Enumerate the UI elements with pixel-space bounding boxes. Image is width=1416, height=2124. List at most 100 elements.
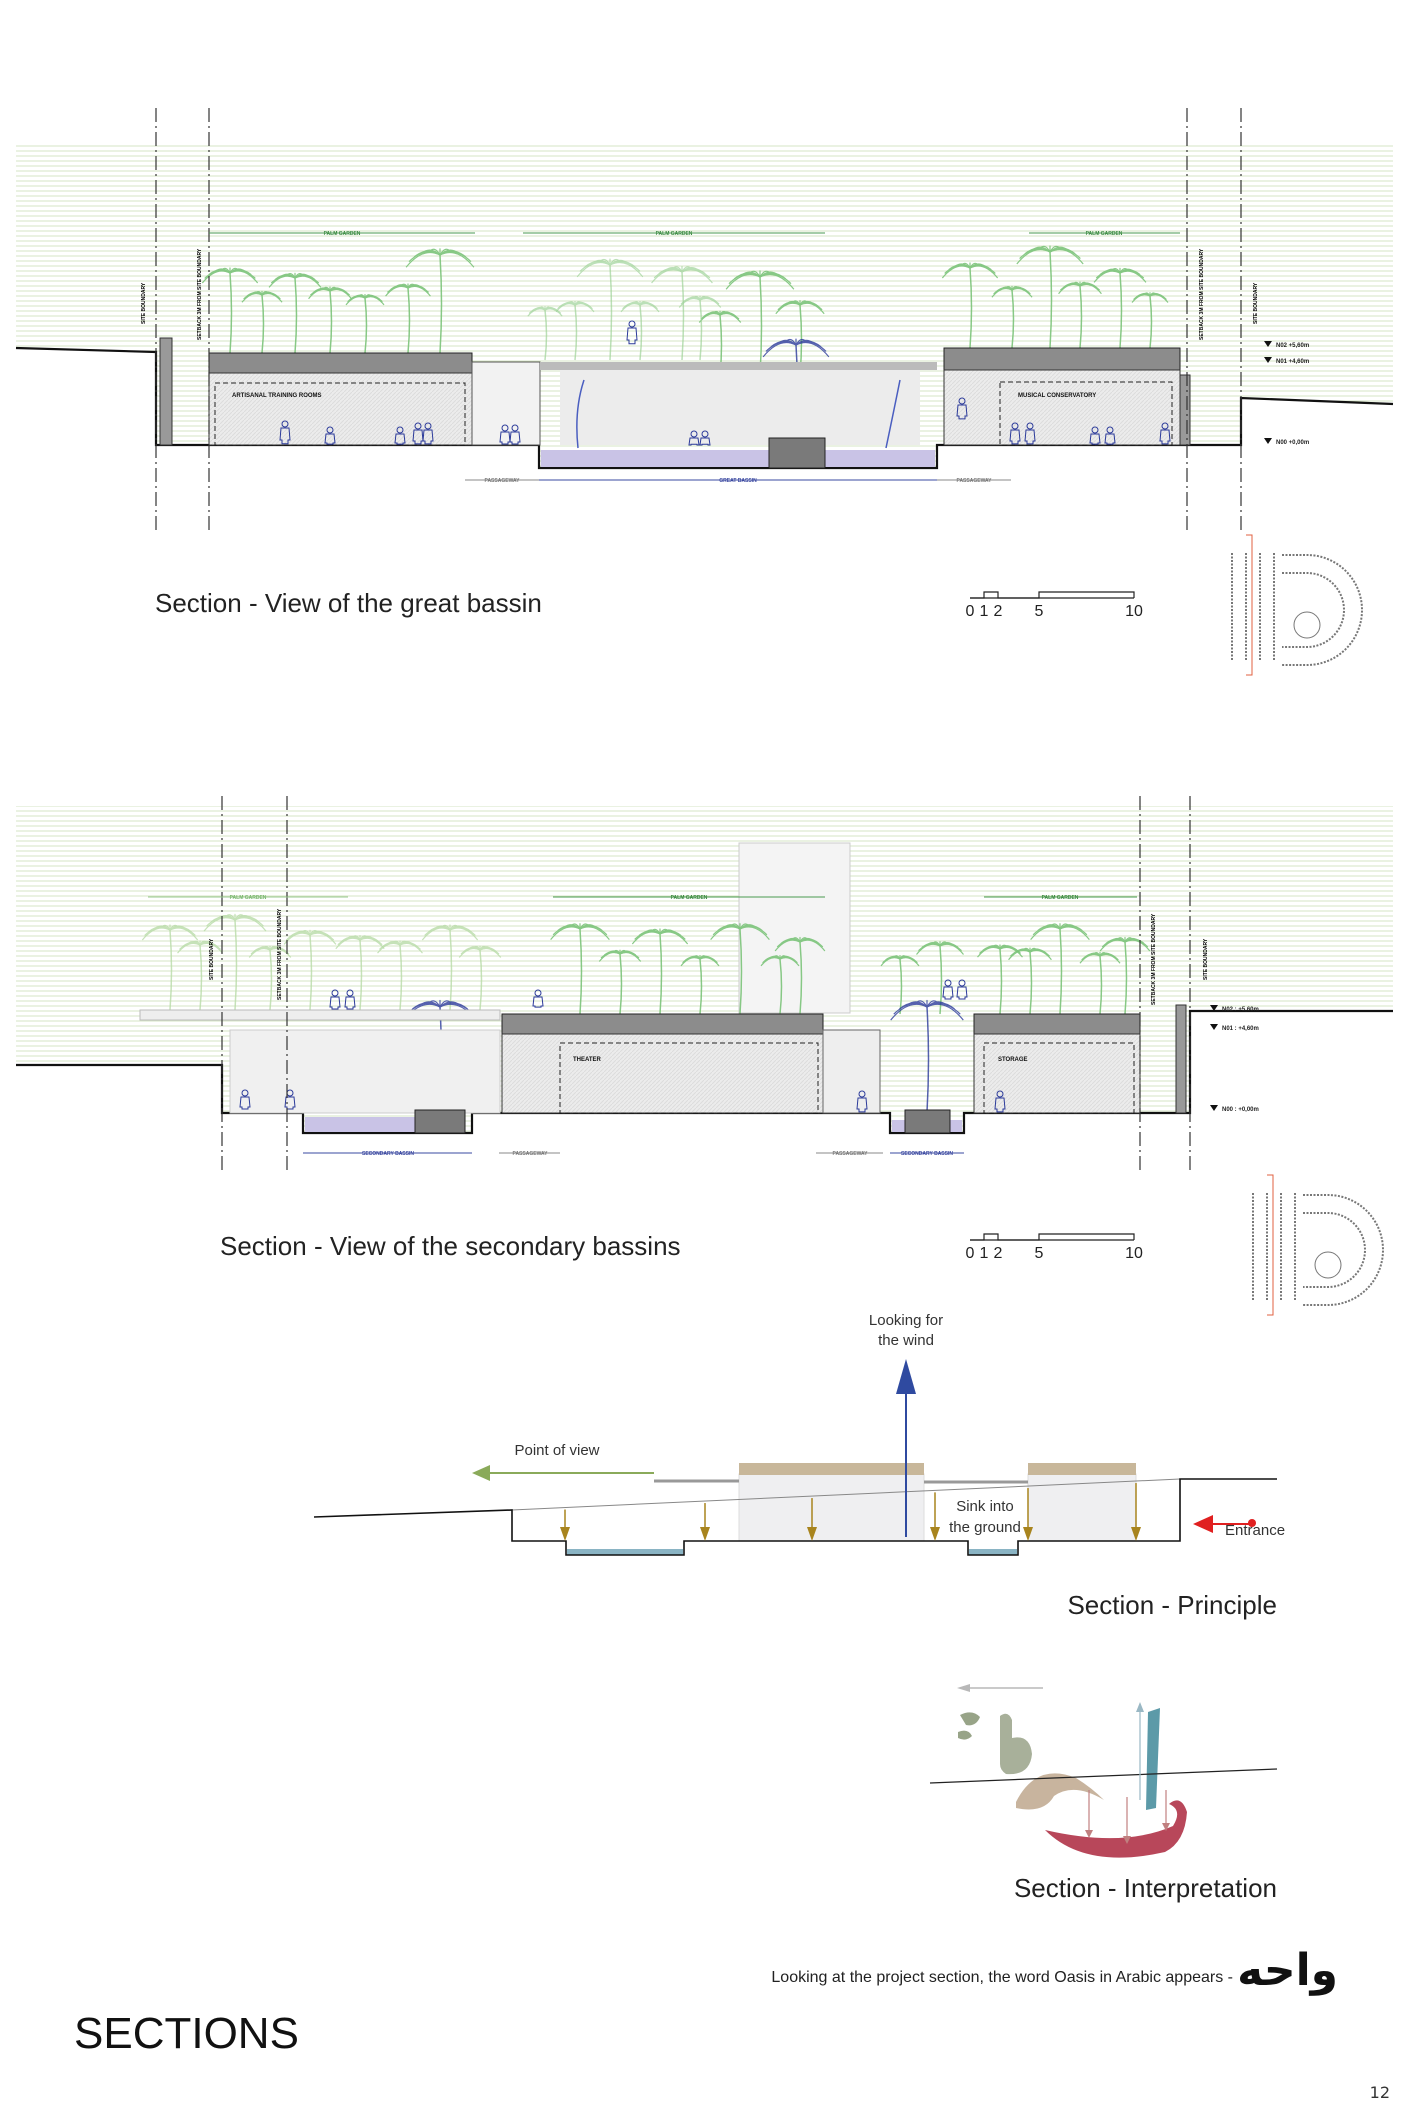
section-caption: Section - View of the great bassin <box>155 588 542 618</box>
page-number: 12 <box>1370 2083 1390 2102</box>
great-bassin-label: GREAT BASSIN <box>719 478 757 484</box>
sink-label: Sink into <box>956 1498 1014 1515</box>
palm-tree <box>555 300 595 361</box>
zone-label: PALM GARDEN <box>1042 895 1079 901</box>
person-figure <box>1024 422 1036 445</box>
passageway-label: PASSAGEWAY <box>512 1151 548 1157</box>
wind-label: Looking for <box>869 1312 943 1329</box>
person-figure <box>688 430 700 446</box>
svg-text:N02 : +5,60m: N02 : +5,60m <box>1222 1007 1259 1013</box>
scale-tick-label: 2 <box>994 603 1003 620</box>
section-principle-diagram: Looking for the wind Point of view Sink … <box>313 1312 1285 1620</box>
scale-tick-label: 10 <box>1125 603 1143 620</box>
key-plan <box>1252 1174 1384 1316</box>
secondary-bassin-label: SECONDARY BASSIN <box>901 1151 953 1157</box>
palm-trees <box>141 913 1151 1113</box>
person-figure <box>1009 422 1021 445</box>
scale-tick-label: 0 <box>966 603 975 620</box>
room-label: MUSICAL CONSERVATORY <box>1018 393 1096 399</box>
calligraphy-alef-ha <box>1016 1773 1104 1810</box>
palm-tree <box>345 293 385 354</box>
person-figure <box>956 979 968 1000</box>
person-figure <box>422 422 434 445</box>
palm-tree <box>598 949 642 1015</box>
palm-tree <box>203 913 267 1011</box>
roof-slab <box>973 1013 1141 1035</box>
arabic-oasis-word: واحه <box>1237 1945 1338 1996</box>
great-bassin-water <box>541 450 935 467</box>
planter <box>768 437 826 469</box>
calligraphy-waw <box>1045 1800 1187 1858</box>
water <box>567 1549 683 1555</box>
person-figure <box>329 989 341 1010</box>
palm-tree <box>1131 292 1169 349</box>
palm-tree <box>941 262 999 349</box>
scale-tick-label: 10 <box>1125 1245 1143 1262</box>
roof-slab-left <box>208 352 473 374</box>
roof <box>1028 1463 1136 1475</box>
sink-arrows <box>560 1483 1141 1541</box>
svg-text:N00 : +0,00m: N00 : +0,00m <box>1222 1107 1259 1113</box>
person-figure <box>856 1090 868 1113</box>
oasis-note: Looking at the project section, the word… <box>771 1969 1233 1986</box>
wind-label: the wind <box>878 1332 934 1349</box>
zone-label: PALM GARDEN <box>1086 231 1123 237</box>
site-boundary-label: SITE BOUNDARY <box>209 938 215 980</box>
palm-tree <box>991 285 1033 349</box>
person-figure <box>509 424 521 445</box>
setback-label: SETBACK 3M FROM SITE BOUNDARY <box>197 248 203 340</box>
person-figure <box>994 1090 1006 1113</box>
zone-label: PALM GARDEN <box>230 895 267 901</box>
calligraphy-dots <box>958 1712 980 1740</box>
passageway-label: PASSAGEWAY <box>484 478 520 484</box>
page-title: SECTIONS <box>74 2009 299 2058</box>
section-great-bassin: SITE BOUNDARY SETBACK 3M FROM SITE BOUND… <box>15 108 1394 676</box>
person-figure <box>532 989 544 1008</box>
site-boundary-label: SITE BOUNDARY <box>141 282 147 324</box>
secondary-bassin-label: SECONDARY BASSIN <box>362 1151 414 1157</box>
palm-tree <box>201 267 259 354</box>
zone-label: PALM GARDEN <box>324 231 361 237</box>
secondary-bassin-water <box>305 1117 415 1132</box>
water <box>969 1549 1017 1555</box>
conservatory-block <box>943 369 1181 446</box>
passageway-label: PASSAGEWAY <box>956 478 992 484</box>
entrance-label: Entrance <box>1225 1522 1285 1539</box>
people-figures <box>279 320 1171 446</box>
palm-tree <box>527 306 563 361</box>
room-label: THEATER <box>573 1057 602 1063</box>
palm-tree <box>760 954 800 1015</box>
point-of-view-label: Point of view <box>514 1442 599 1459</box>
palm-tree <box>880 954 920 1015</box>
person-figure <box>1104 426 1116 445</box>
palm-tree <box>1079 951 1121 1015</box>
person-figure <box>412 422 424 445</box>
palm-tree <box>308 286 352 354</box>
section-secondary-bassins: SITE BOUNDARY SETBACK 3M FROM SITE BOUND… <box>16 796 1393 1316</box>
person-figure <box>344 989 356 1010</box>
palm-tree <box>620 300 660 361</box>
roof-slab-right <box>943 347 1181 371</box>
palm-tree <box>977 944 1023 1015</box>
palm-tree <box>421 924 479 1011</box>
palm-tree <box>1016 245 1084 349</box>
palm-tree <box>774 936 826 1015</box>
palm-tree <box>283 929 337 1011</box>
fountain-jets <box>576 379 901 449</box>
entrance-arrow <box>1193 1515 1213 1533</box>
scale-tick-label: 1 <box>980 1245 989 1262</box>
scale-tick-label: 0 <box>966 1245 975 1262</box>
scale-tick-label: 5 <box>1035 1245 1044 1262</box>
palm-tree <box>1058 281 1102 349</box>
person-figure <box>626 320 638 345</box>
person-figure <box>324 426 336 445</box>
person-figure <box>956 397 968 420</box>
site-boundary-label: SITE BOUNDARY <box>1203 938 1209 980</box>
zone-label: PALM GARDEN <box>671 895 708 901</box>
passageway-label: PASSAGEWAY <box>832 1151 868 1157</box>
section-caption: Section - View of the secondary bassins <box>220 1231 681 1261</box>
palm-tree <box>890 999 964 1113</box>
